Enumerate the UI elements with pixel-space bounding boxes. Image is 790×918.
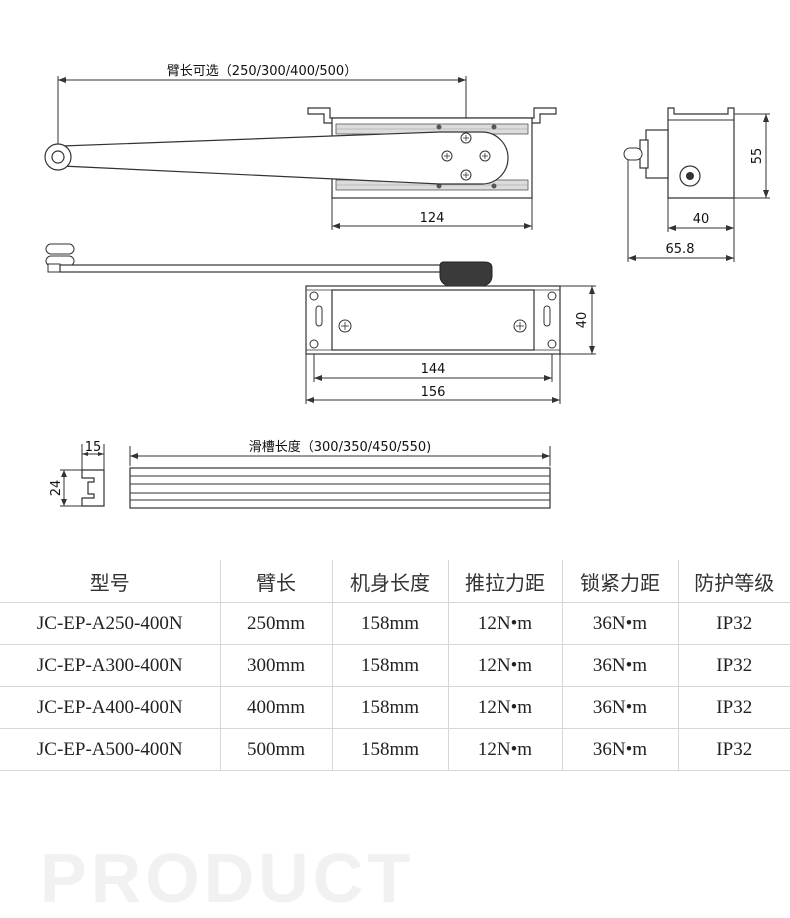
cell-model: JC-EP-A300-400N	[0, 644, 221, 687]
watermark-text: PRODUCT	[40, 839, 415, 917]
cell-body-length: 158mm	[332, 728, 449, 771]
dim-65-8: 65.8	[666, 242, 695, 257]
cell-push-pull-torque: 12N•m	[448, 686, 563, 729]
cell-body-length: 158mm	[332, 644, 449, 687]
closer-front-view: 40 144 156	[45, 243, 596, 404]
cell-arm-length: 250mm	[220, 602, 333, 645]
dim-144: 144	[421, 362, 446, 377]
closer-side-view: 55 40 65.8	[623, 107, 770, 262]
header-body-length: 机身长度	[332, 560, 449, 603]
spec-table: 型号 臂长 机身长度 推拉力距 锁紧力距 防护等级 JC-EP-A250-400…	[0, 560, 790, 771]
dim-124: 124	[420, 211, 445, 226]
table-row: JC-EP-A250-400N 250mm 158mm 12N•m 36N•m …	[0, 602, 790, 645]
rail-length-label: 滑槽长度（300/350/450/550)	[249, 439, 431, 455]
cell-locking-torque: 36N•m	[562, 644, 679, 687]
cell-locking-torque: 36N•m	[562, 686, 679, 729]
header-model: 型号	[0, 560, 221, 603]
cell-model: JC-EP-A400-400N	[0, 686, 221, 729]
cell-body-length: 158mm	[332, 686, 449, 729]
cell-arm-length: 300mm	[220, 644, 333, 687]
dim-156: 156	[421, 385, 446, 400]
dim-55: 55	[750, 148, 765, 165]
cell-arm-length: 500mm	[220, 728, 333, 771]
cell-protection-rating: IP32	[678, 728, 790, 771]
cell-protection-rating: IP32	[678, 686, 790, 729]
cell-protection-rating: IP32	[678, 602, 790, 645]
table-header-row: 型号 臂长 机身长度 推拉力距 锁紧力距 防护等级	[0, 560, 790, 603]
cell-model: JC-EP-A500-400N	[0, 728, 221, 771]
cell-body-length: 158mm	[332, 602, 449, 645]
table-row: JC-EP-A500-400N 500mm 158mm 12N•m 36N•m …	[0, 728, 790, 771]
table-row: JC-EP-A400-400N 400mm 158mm 12N•m 36N•m …	[0, 686, 790, 729]
cell-locking-torque: 36N•m	[562, 728, 679, 771]
cell-push-pull-torque: 12N•m	[448, 602, 563, 645]
header-protection-rating: 防护等级	[678, 560, 790, 603]
header-locking-torque: 锁紧力距	[562, 560, 679, 603]
closer-top-view: 臂长可选（250/300/400/500） 124	[44, 64, 557, 230]
cell-protection-rating: IP32	[678, 644, 790, 687]
rail-views: 15 24 滑槽长度（300/350/450/550)	[49, 439, 551, 509]
cell-locking-torque: 36N•m	[562, 602, 679, 645]
dim-24: 24	[49, 480, 64, 497]
arm-length-label: 臂长可选（250/300/400/500）	[167, 64, 357, 79]
cell-push-pull-torque: 12N•m	[448, 728, 563, 771]
table-row: JC-EP-A300-400N 300mm 158mm 12N•m 36N•m …	[0, 644, 790, 687]
cell-model: JC-EP-A250-400N	[0, 602, 221, 645]
cell-arm-length: 400mm	[220, 686, 333, 729]
dim-40-front: 40	[575, 312, 590, 329]
cell-push-pull-torque: 12N•m	[448, 644, 563, 687]
header-push-pull-torque: 推拉力距	[448, 560, 563, 603]
header-arm-length: 臂长	[220, 560, 333, 603]
technical-drawing: 臂长可选（250/300/400/500） 124	[44, 64, 770, 509]
dim-40-side: 40	[693, 212, 710, 227]
dim-15: 15	[85, 440, 102, 455]
